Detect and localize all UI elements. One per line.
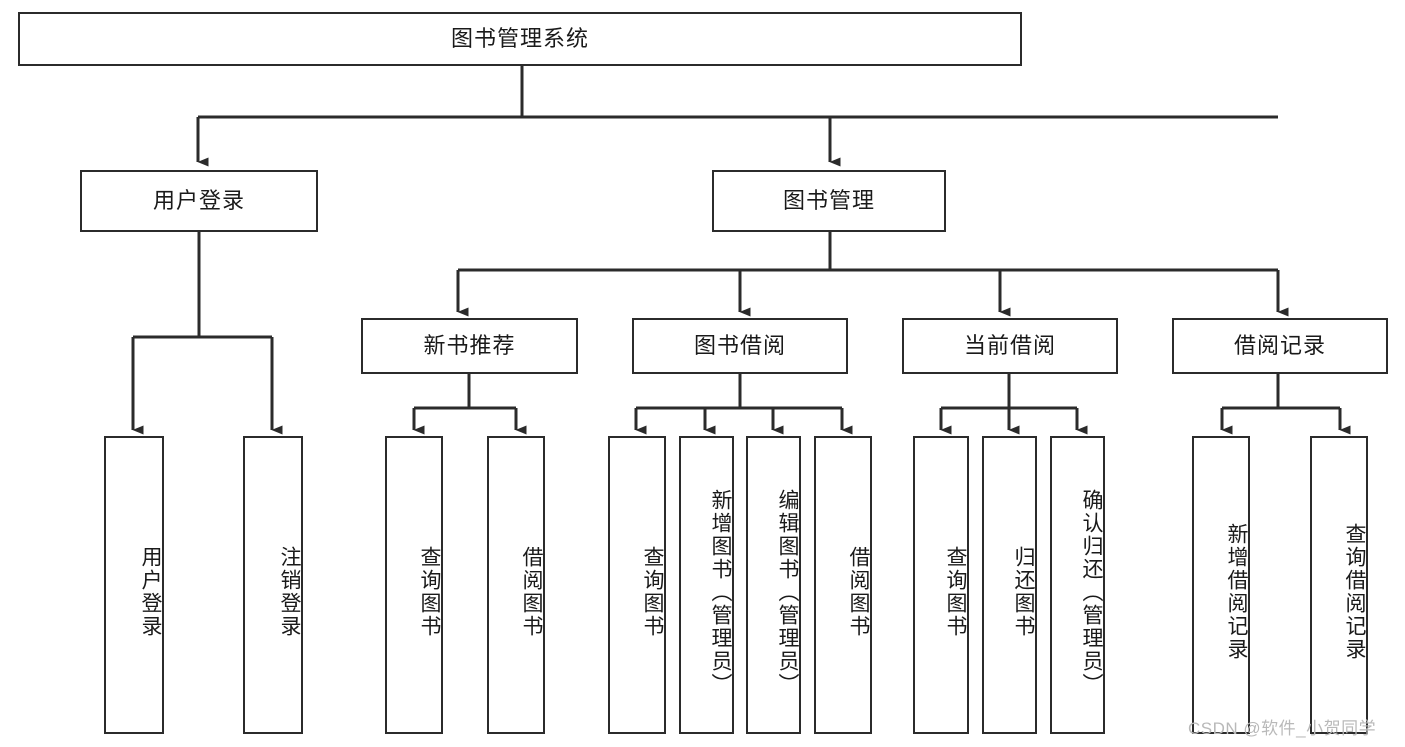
node-label: 查询图书 xyxy=(944,546,967,638)
node-label: 归还图书 xyxy=(1012,546,1035,638)
node-label: 确认归还（管理员） xyxy=(1080,488,1103,696)
leaf-borrow-edit-book[interactable]: 编辑图书（管理员） xyxy=(746,436,801,734)
leaf-user-login-login[interactable]: 用户登录 xyxy=(104,436,164,734)
node-label: 查询图书 xyxy=(418,546,441,638)
leaf-current-confirm-return[interactable]: 确认归还（管理员） xyxy=(1050,436,1105,734)
leaf-current-return-book[interactable]: 归还图书 xyxy=(982,436,1037,734)
node-label: 新书推荐 xyxy=(423,333,516,359)
node-label: 当前借阅 xyxy=(963,333,1056,359)
node-label: 新增借阅记录 xyxy=(1225,523,1248,661)
node-label: 图书管理 xyxy=(782,188,875,214)
node-label: 图书管理系统 xyxy=(450,26,589,52)
node-label: 查询图书 xyxy=(641,546,664,638)
node-current-borrow[interactable]: 当前借阅 xyxy=(902,318,1118,374)
node-user-login[interactable]: 用户登录 xyxy=(80,170,318,232)
leaf-new-book-borrow[interactable]: 借阅图书 xyxy=(487,436,545,734)
leaf-borrow-borrow-book[interactable]: 借阅图书 xyxy=(814,436,872,734)
node-borrow-record[interactable]: 借阅记录 xyxy=(1172,318,1388,374)
node-label: 用户登录 xyxy=(139,546,162,638)
leaf-borrow-query-book[interactable]: 查询图书 xyxy=(608,436,666,734)
leaf-record-add-record[interactable]: 新增借阅记录 xyxy=(1192,436,1250,734)
node-label: 借阅记录 xyxy=(1233,333,1326,359)
leaf-borrow-add-book[interactable]: 新增图书（管理员） xyxy=(679,436,734,734)
leaf-current-query-book[interactable]: 查询图书 xyxy=(913,436,969,734)
node-book-borrow[interactable]: 图书借阅 xyxy=(632,318,848,374)
node-label: 编辑图书（管理员） xyxy=(776,488,799,696)
node-book-management[interactable]: 图书管理 xyxy=(712,170,946,232)
leaf-record-query-record[interactable]: 查询借阅记录 xyxy=(1310,436,1368,734)
leaf-new-book-query[interactable]: 查询图书 xyxy=(385,436,443,734)
node-label: 新增图书（管理员） xyxy=(709,488,732,696)
node-label: 用户登录 xyxy=(152,188,245,214)
node-root-system[interactable]: 图书管理系统 xyxy=(18,12,1022,66)
node-label: 注销登录 xyxy=(278,546,301,638)
leaf-user-login-logout[interactable]: 注销登录 xyxy=(243,436,303,734)
node-new-book-recommend[interactable]: 新书推荐 xyxy=(361,318,578,374)
node-label: 查询借阅记录 xyxy=(1343,523,1366,661)
node-label: 图书借阅 xyxy=(693,333,786,359)
node-label: 借阅图书 xyxy=(847,546,870,638)
watermark-text: CSDN @软件_小贺同学 xyxy=(1188,719,1377,738)
node-label: 借阅图书 xyxy=(520,546,543,638)
